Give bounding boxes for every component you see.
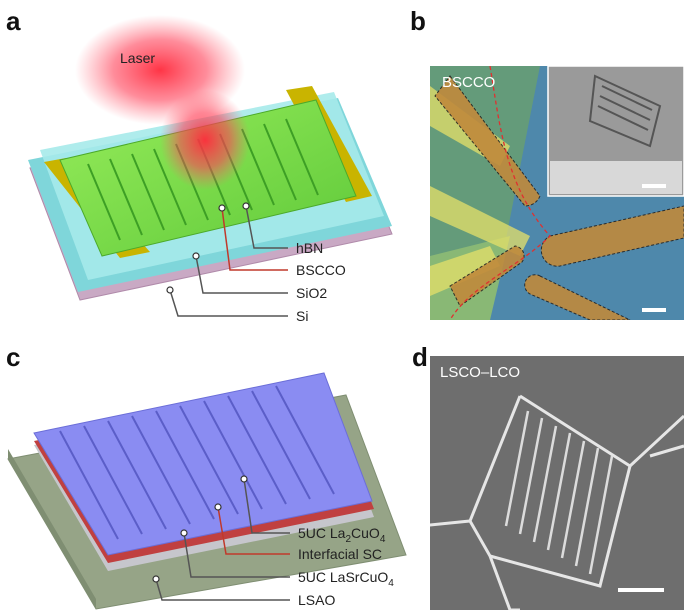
la2cuo4-layer (33, 372, 373, 556)
label-la2cuo4: 5UC La2CuO4 (298, 525, 386, 545)
panel-c-leaders (155, 478, 290, 601)
panel-a-letter: a (6, 6, 21, 36)
panel-c-letter: c (6, 342, 21, 372)
panel-a-leader-dots (166, 202, 250, 294)
label-bscco: BSCCO (296, 262, 346, 278)
panel-b-material-label: BSCCO (442, 74, 496, 91)
panel-c-leader-dots (152, 475, 248, 583)
panel-d-micrograph: LSCO–LCO (430, 356, 684, 610)
laser-spot (160, 90, 250, 190)
panel-d-material-label: LSCO–LCO (440, 364, 521, 381)
label-interfacial-sc: Interfacial SC (298, 546, 382, 562)
label-hbn: hBN (296, 240, 323, 256)
label-lasrcuo4: 5UC LaSrCuO4 (298, 569, 394, 589)
label-sio2: SiO2 (296, 285, 327, 301)
label-lsao: LSAO (298, 592, 335, 608)
panel-a-leaders (169, 205, 288, 317)
panel-c-diagram: 5UC La2CuO4 Interfacial SC 5UC LaSrCuO4 … (7, 372, 407, 610)
label-si: Si (296, 308, 308, 324)
panel-d-letter: d (412, 342, 428, 372)
panel-b-letter: b (410, 6, 426, 36)
panel-a-diagram: Laser hBN BSCCO SiO2 Si (28, 15, 393, 324)
panel-b-micrograph: BSCCO (430, 66, 684, 320)
panel-c-fingers (59, 385, 335, 540)
laser-label: Laser (120, 50, 155, 66)
